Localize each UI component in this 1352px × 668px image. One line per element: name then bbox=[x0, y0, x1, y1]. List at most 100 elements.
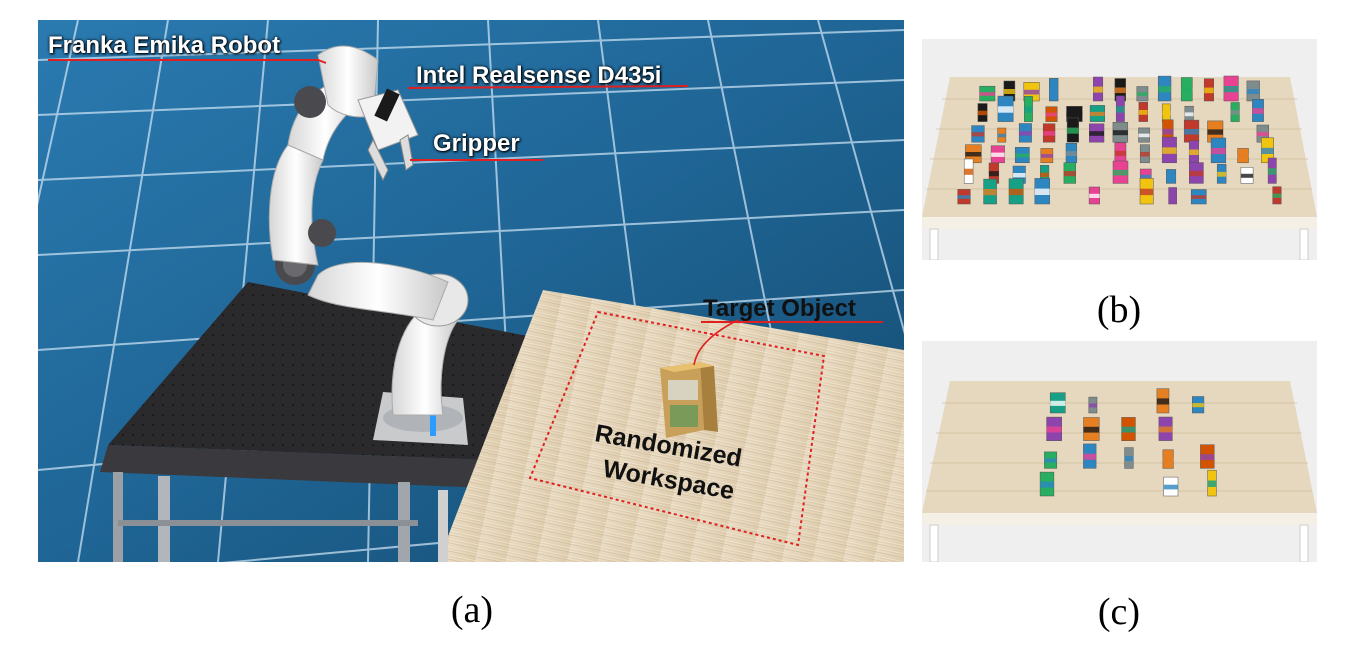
product-label bbox=[1140, 152, 1150, 157]
product-label bbox=[1261, 147, 1274, 154]
product-label bbox=[1204, 87, 1214, 94]
product-label bbox=[1043, 131, 1055, 136]
product-label bbox=[983, 189, 997, 196]
product-label bbox=[1252, 108, 1264, 114]
dense-objects-image bbox=[922, 39, 1317, 260]
product-label bbox=[1083, 426, 1100, 433]
target-object-box bbox=[660, 362, 718, 438]
product-label bbox=[1191, 195, 1207, 199]
product-label bbox=[1113, 169, 1128, 176]
product-label bbox=[957, 195, 971, 199]
product-label bbox=[989, 171, 999, 177]
product-label bbox=[1268, 168, 1277, 175]
sparse-object-grid bbox=[1039, 388, 1217, 497]
product-label bbox=[1162, 457, 1174, 462]
product-label bbox=[977, 110, 988, 116]
product-label bbox=[1040, 154, 1053, 158]
caption-a: (a) bbox=[450, 589, 494, 631]
product-label bbox=[991, 152, 1005, 157]
robot-scene-panel: Franka Emika Robot Intel Realsense D435i… bbox=[38, 20, 904, 562]
product-label bbox=[1049, 87, 1059, 94]
product-label bbox=[1240, 173, 1254, 178]
product-label bbox=[1184, 112, 1194, 117]
product-label bbox=[1156, 398, 1169, 405]
product-label bbox=[1162, 128, 1174, 135]
product-label bbox=[1138, 133, 1150, 138]
product-label bbox=[1121, 426, 1136, 433]
product-label bbox=[1067, 127, 1079, 134]
product-label bbox=[1015, 153, 1030, 158]
product-label bbox=[1112, 130, 1128, 136]
product-label bbox=[1093, 86, 1103, 93]
dense-object-grid bbox=[957, 75, 1282, 205]
product-label bbox=[1050, 400, 1066, 406]
product-label bbox=[1019, 131, 1032, 136]
product-label bbox=[1237, 154, 1249, 158]
sparse-objects-panel bbox=[922, 341, 1317, 562]
product-label bbox=[1040, 481, 1054, 488]
robot-arm bbox=[268, 45, 469, 445]
product-label bbox=[1163, 484, 1178, 490]
product-label bbox=[1114, 87, 1126, 94]
product-label bbox=[1116, 106, 1125, 113]
product-label bbox=[1272, 193, 1282, 198]
product-label bbox=[1230, 110, 1240, 115]
product-label bbox=[1166, 175, 1176, 179]
product-label bbox=[1140, 188, 1154, 196]
label-franka-robot: Franka Emika Robot bbox=[48, 32, 281, 59]
product-label bbox=[965, 152, 982, 157]
dense-objects-panel bbox=[922, 39, 1317, 260]
product-label bbox=[1024, 106, 1033, 113]
caption-b: (b) bbox=[1096, 289, 1142, 331]
product-label bbox=[1207, 129, 1223, 135]
product-label bbox=[1256, 131, 1269, 137]
product-label bbox=[1140, 174, 1152, 179]
product-label bbox=[1063, 171, 1076, 177]
target-pointer-line bbox=[693, 319, 739, 366]
product-label bbox=[979, 92, 995, 96]
label-realsense-camera: Intel Realsense D435i bbox=[416, 62, 662, 89]
product-label bbox=[1083, 453, 1097, 460]
product-label bbox=[1089, 131, 1104, 136]
product-label bbox=[1181, 86, 1193, 93]
product-label bbox=[1114, 150, 1126, 156]
product-label bbox=[1003, 89, 1015, 94]
product-label bbox=[1124, 455, 1134, 462]
product-label bbox=[1040, 172, 1049, 178]
product-label bbox=[1184, 129, 1199, 135]
product-label bbox=[1013, 173, 1026, 178]
product-label bbox=[1009, 188, 1024, 196]
product-label bbox=[1158, 426, 1173, 433]
product-label bbox=[1066, 151, 1077, 156]
sparse-objects-image bbox=[922, 341, 1317, 562]
product-label bbox=[971, 132, 985, 137]
product-label bbox=[1162, 147, 1177, 154]
product-label bbox=[1066, 112, 1083, 117]
product-label bbox=[1189, 170, 1204, 177]
annotation-lines bbox=[48, 59, 883, 323]
label-gripper: Gripper bbox=[433, 130, 520, 157]
product-label bbox=[1136, 92, 1148, 96]
product-label bbox=[1217, 171, 1227, 177]
product-label bbox=[997, 106, 1014, 113]
product-label bbox=[1189, 149, 1199, 155]
product-label bbox=[1211, 147, 1226, 155]
product-label bbox=[1023, 89, 1040, 95]
product-label bbox=[1138, 110, 1148, 115]
product-label bbox=[1046, 426, 1062, 433]
product-label bbox=[1200, 454, 1215, 461]
label-target-object: Target Object bbox=[703, 295, 856, 322]
product-label bbox=[1162, 111, 1171, 116]
product-label bbox=[1090, 111, 1105, 116]
product-label bbox=[1088, 403, 1097, 408]
product-label bbox=[997, 133, 1006, 138]
product-label bbox=[1158, 86, 1171, 93]
product-label bbox=[1044, 458, 1057, 463]
product-label bbox=[1034, 188, 1050, 195]
workspace-region bbox=[528, 310, 826, 547]
robot-scene-image bbox=[38, 20, 904, 562]
table-top bbox=[922, 381, 1317, 513]
product-label bbox=[1045, 112, 1058, 117]
caption-c: (c) bbox=[1097, 591, 1141, 633]
product-label bbox=[1223, 86, 1239, 93]
